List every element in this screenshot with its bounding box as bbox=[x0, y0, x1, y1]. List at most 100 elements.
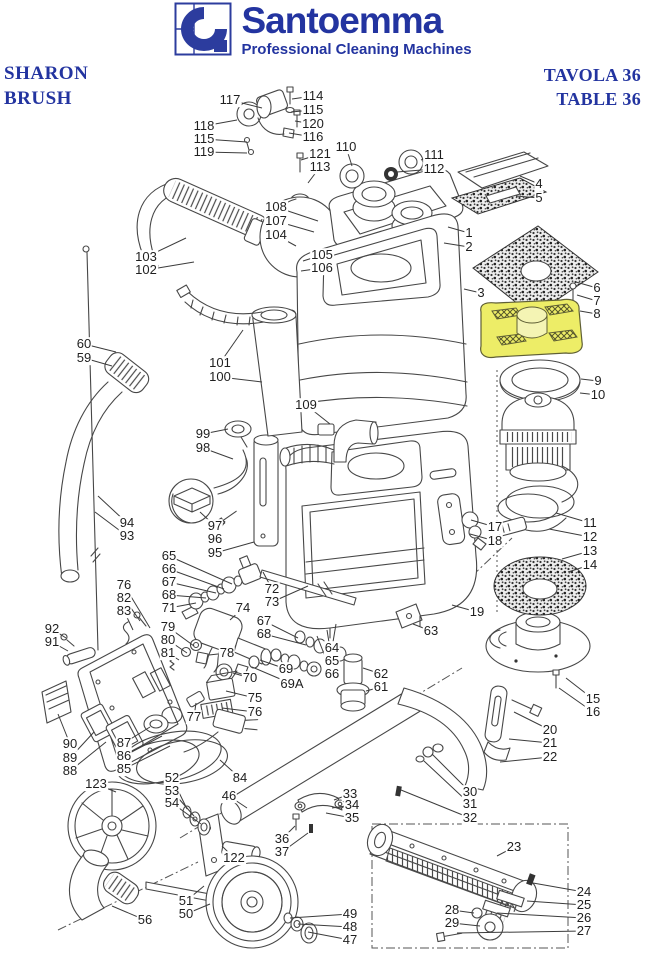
part-number-label-20: 20 bbox=[541, 722, 559, 738]
part-number-label-54: 54 bbox=[163, 795, 181, 811]
part-number-label-66: 66 bbox=[323, 666, 341, 682]
part-number-label-117: 117 bbox=[218, 92, 242, 108]
part-number-label-62: 62 bbox=[372, 666, 390, 682]
part-number-label-99: 99 bbox=[194, 426, 212, 442]
part-number-label-64: 64 bbox=[323, 640, 341, 656]
leader-line bbox=[496, 912, 585, 919]
leader-line bbox=[456, 930, 585, 934]
part-number-label-116: 116 bbox=[301, 129, 325, 145]
part-number-label-7: 7 bbox=[592, 293, 602, 309]
table-title-line1: TAVOLA 36 bbox=[543, 65, 641, 85]
leader-line bbox=[400, 789, 471, 819]
part-number-label-90: 90 bbox=[61, 736, 79, 752]
motor-cord-drawing bbox=[496, 485, 575, 537]
part-number-label-97: 97 bbox=[206, 518, 224, 534]
part-number-label-14: 14 bbox=[581, 557, 599, 573]
part-number-label-69A: 69A bbox=[279, 676, 305, 692]
part-number-label-13: 13 bbox=[581, 543, 599, 559]
part-number-label-106: 106 bbox=[310, 260, 334, 276]
filter-plates-drawing bbox=[450, 151, 549, 215]
part-number-label-47: 47 bbox=[341, 932, 359, 948]
part-number-label-77: 77 bbox=[185, 709, 203, 725]
santoemma-logo-icon bbox=[174, 2, 232, 56]
part-number-label-119: 119 bbox=[192, 144, 216, 160]
part-number-label-80: 80 bbox=[159, 632, 177, 648]
upper-tank-drawing bbox=[296, 213, 468, 438]
part-number-label-105: 105 bbox=[310, 247, 334, 263]
part-number-label-75: 75 bbox=[246, 690, 264, 706]
part-number-label-69: 69 bbox=[277, 661, 295, 677]
float-cage-highlighted-drawing bbox=[480, 282, 583, 359]
part-number-label-100: 100 bbox=[208, 369, 232, 385]
model-title: SHARON BRUSH bbox=[4, 61, 88, 111]
level-rod-drawing bbox=[82, 245, 101, 651]
part-number-label-86: 86 bbox=[115, 748, 133, 764]
drain-hose-drawing bbox=[58, 352, 150, 583]
part-number-label-2: 2 bbox=[464, 239, 474, 255]
part-number-label-74: 74 bbox=[234, 600, 252, 616]
frame-drawing bbox=[145, 685, 543, 908]
part-number-label-63: 63 bbox=[422, 623, 440, 639]
part-number-label-76: 76 bbox=[246, 704, 264, 720]
part-number-label-21: 21 bbox=[541, 735, 559, 751]
part-number-label-60: 60 bbox=[75, 336, 93, 352]
table-title-line2: TABLE 36 bbox=[556, 89, 641, 109]
hose-couplers-drawing bbox=[339, 149, 424, 189]
foam-filter-square-drawing bbox=[472, 225, 599, 317]
part-number-label-70: 70 bbox=[241, 670, 259, 686]
part-number-label-67: 67 bbox=[255, 613, 273, 629]
part-number-label-3: 3 bbox=[476, 285, 486, 301]
part-number-label-85: 85 bbox=[115, 761, 133, 777]
leader-line bbox=[526, 900, 585, 906]
part-number-label-87: 87 bbox=[115, 735, 133, 751]
table-number-title: TAVOLA 36 TABLE 36 bbox=[544, 63, 641, 111]
part-number-label-107: 107 bbox=[264, 213, 288, 229]
part-number-label-96: 96 bbox=[206, 531, 224, 547]
motor-plate-drawing bbox=[485, 611, 591, 689]
solution-pipe-drawing bbox=[168, 420, 279, 547]
drain-elbow-drawing bbox=[68, 849, 140, 921]
part-number-label-84: 84 bbox=[231, 770, 249, 786]
part-number-label-65: 65 bbox=[323, 653, 341, 669]
part-number-label-79: 79 bbox=[159, 619, 177, 635]
part-number-label-118: 118 bbox=[192, 118, 216, 134]
brand-tagline: Professional Cleaning Machines bbox=[241, 41, 472, 58]
vacuum-motor-drawing bbox=[499, 392, 579, 503]
part-number-label-82: 82 bbox=[115, 590, 133, 606]
part-number-label-17: 17 bbox=[486, 519, 504, 535]
leader-line bbox=[168, 555, 233, 585]
part-number-label-1: 1 bbox=[464, 225, 474, 241]
leader-line bbox=[297, 923, 351, 928]
leader-line bbox=[168, 568, 225, 590]
part-number-label-104: 104 bbox=[264, 227, 288, 243]
part-number-label-30: 30 bbox=[461, 784, 479, 800]
part-number-label-112: 112 bbox=[422, 161, 446, 177]
part-number-label-16: 16 bbox=[584, 704, 602, 720]
part-number-label-101: 101 bbox=[208, 355, 232, 371]
part-number-label-50: 50 bbox=[177, 906, 195, 922]
part-number-label-120: 120 bbox=[301, 116, 325, 132]
recovery-tank-drawing bbox=[285, 430, 478, 639]
part-number-label-51: 51 bbox=[177, 893, 195, 909]
part-number-label-78: 78 bbox=[218, 645, 236, 661]
part-number-label-35: 35 bbox=[343, 810, 361, 826]
part-number-label-110: 110 bbox=[334, 139, 358, 155]
part-number-label-53: 53 bbox=[163, 783, 181, 799]
part-number-label-34: 34 bbox=[343, 797, 361, 813]
pump-assembly-drawing bbox=[186, 607, 370, 719]
part-number-label-29: 29 bbox=[443, 915, 461, 931]
part-number-label-89: 89 bbox=[61, 750, 79, 766]
part-number-label-98: 98 bbox=[194, 440, 212, 456]
part-number-label-26: 26 bbox=[575, 910, 593, 926]
foam-donut-drawing bbox=[493, 556, 587, 616]
part-number-label-114: 114 bbox=[301, 88, 325, 104]
brush-deck-drawing bbox=[366, 823, 569, 949]
part-number-label-94: 94 bbox=[118, 515, 136, 531]
part-number-label-32: 32 bbox=[461, 810, 479, 826]
part-number-label-59: 59 bbox=[75, 350, 93, 366]
part-number-label-115: 115 bbox=[192, 131, 216, 147]
part-number-label-72: 72 bbox=[263, 581, 281, 597]
part-number-label-9: 9 bbox=[593, 373, 603, 389]
part-number-label-36: 36 bbox=[273, 831, 291, 847]
